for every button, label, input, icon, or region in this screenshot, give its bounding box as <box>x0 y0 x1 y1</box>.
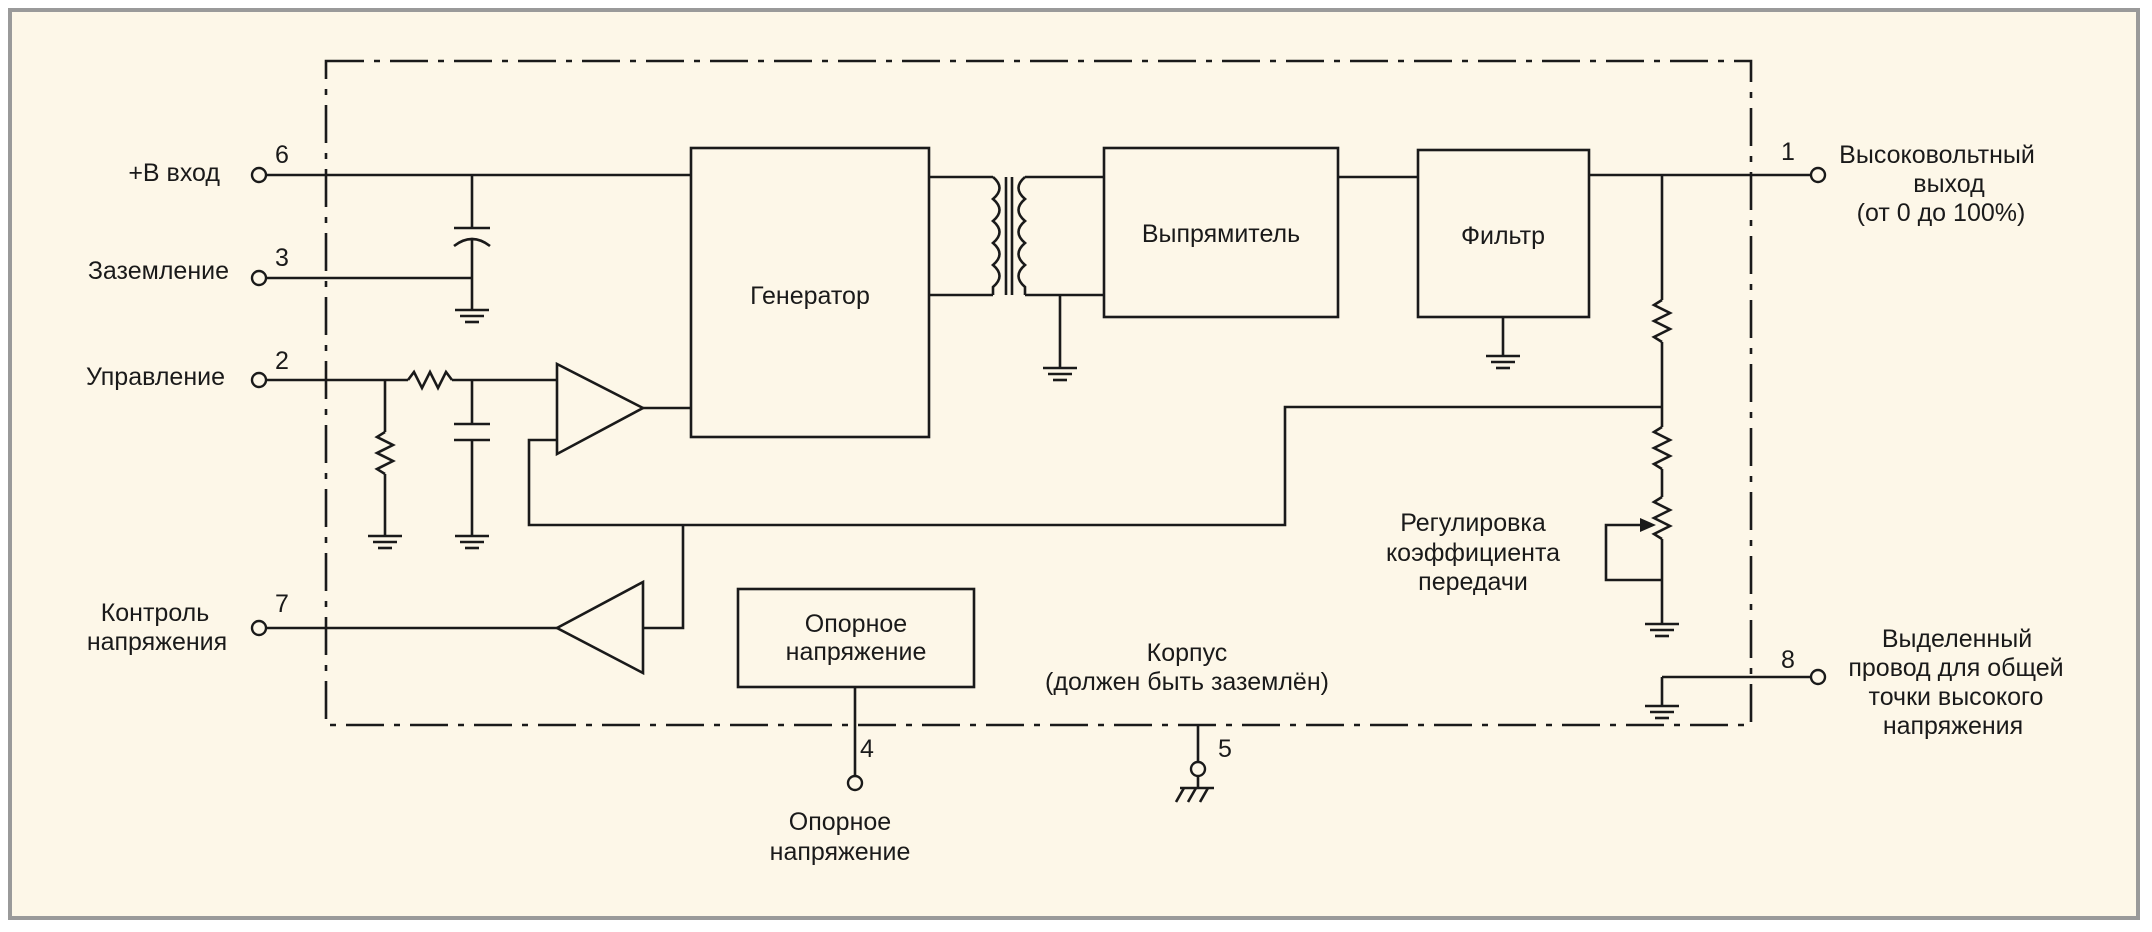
generator-label: Генератор <box>750 282 870 310</box>
decoupling-capacitor <box>453 175 491 324</box>
pin-2-number: 2 <box>275 347 289 375</box>
pin-8-number: 8 <box>1781 646 1795 674</box>
gain-adjust-label-line-2: коэффициента <box>1386 539 1560 567</box>
case-label-line-1: Корпус <box>1147 639 1228 667</box>
reference-label-line-2: напряжение <box>786 638 927 666</box>
pin-4-label-line-1: Опорное <box>789 808 891 836</box>
pin-1-label-line-2: выход <box>1913 170 1985 198</box>
pin-8-label-line-4: напряжения <box>1883 712 2023 740</box>
rectifier-block <box>1102 146 1340 319</box>
gain-adjust-label-line-3: передачи <box>1418 568 1528 596</box>
control-input-network <box>266 369 557 550</box>
filter-label: Фильтр <box>1461 222 1545 250</box>
pin-7-terminal <box>250 619 268 637</box>
feedback-divider <box>1604 175 1681 638</box>
pin-1-label-line-1: Высоковольтный <box>1839 141 2035 169</box>
hv-return-network <box>1643 675 1810 720</box>
pin-6-label: +В вход <box>128 159 220 187</box>
pin-3-number: 3 <box>275 244 289 272</box>
gain-adjust-label-line-1: Регулировка <box>1400 509 1546 537</box>
transformer <box>929 175 1104 382</box>
error-amplifier <box>555 361 646 457</box>
case-label-line-2: (должен быть заземлён) <box>1045 668 1329 696</box>
pin-6-terminal <box>250 166 268 184</box>
pin-7-label-line-1: Контроль <box>101 599 210 627</box>
pin-5-terminal <box>1189 760 1207 778</box>
pin-2-terminal <box>250 371 268 389</box>
pin-3-terminal <box>250 269 268 287</box>
monitor-buffer <box>554 579 645 676</box>
pin-6-number: 6 <box>275 141 289 169</box>
module-boundary <box>324 59 1753 727</box>
pin-1-label-line-3: (от 0 до 100%) <box>1857 199 2026 227</box>
pin-8-terminal <box>1809 668 1827 686</box>
filter-block <box>1416 148 1591 319</box>
pin-7-number: 7 <box>275 590 289 618</box>
pin-4-label-line-2: напряжение <box>770 838 911 866</box>
rectifier-label: Выпрямитель <box>1142 220 1300 248</box>
pin-1-terminal <box>1809 166 1827 184</box>
pin-8-label-line-1: Выделенный <box>1882 625 2032 653</box>
reference-block <box>736 587 976 689</box>
case-ground <box>1174 725 1214 803</box>
pin-4-terminal <box>846 774 864 792</box>
pin-1-number: 1 <box>1781 138 1795 166</box>
generator-block <box>689 146 931 439</box>
feedback-wire <box>527 405 1662 527</box>
reference-label-line-1: Опорное <box>805 610 907 638</box>
pin-4-number: 4 <box>860 735 874 763</box>
pin-3-label: Заземление <box>88 257 229 285</box>
monitor-tap-wire <box>643 525 685 630</box>
pin-7-label-line-2: напряжения <box>87 628 227 656</box>
pin-8-label-line-3: точки высокого <box>1869 683 2044 711</box>
pin-8-label-line-2: провод для общей <box>1848 654 2063 682</box>
diagram-frame <box>8 8 2140 920</box>
pin-2-label: Управление <box>86 363 225 391</box>
pin-5-number: 5 <box>1218 735 1232 763</box>
